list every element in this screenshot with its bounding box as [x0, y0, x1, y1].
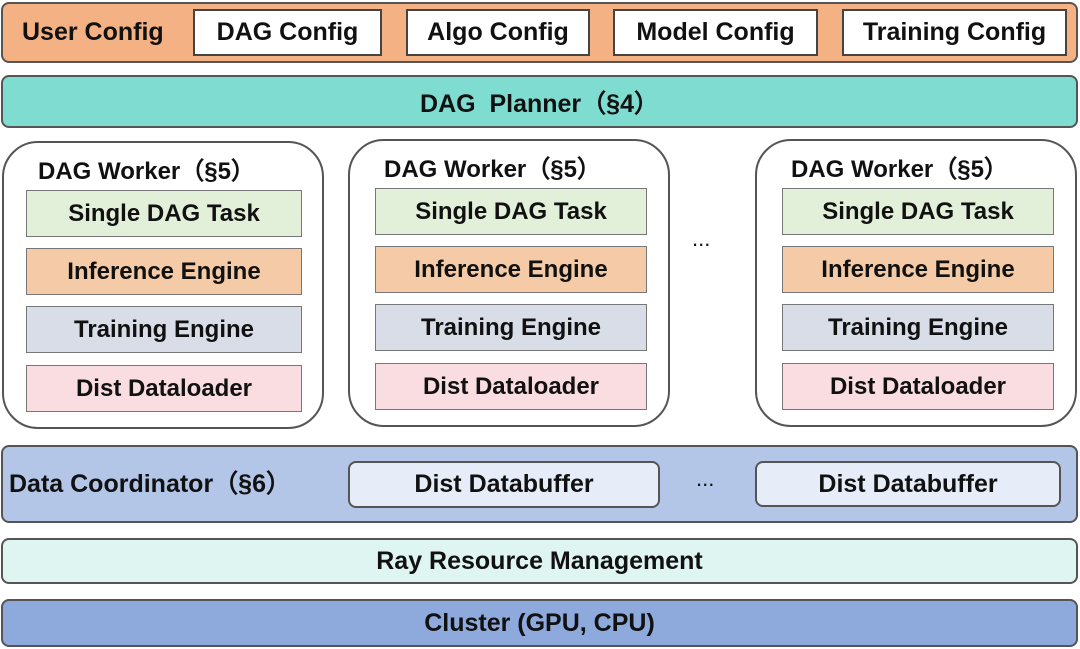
dist-databuffer-box: Dist Databuffer [348, 461, 660, 508]
cluster-label: Cluster (GPU, CPU) [424, 608, 655, 637]
dag-planner-bar: DAG Planner（§4） [1, 75, 1078, 128]
dag-worker-title: DAG Worker（§5） [38, 158, 255, 185]
training-config-box: Training Config [842, 9, 1067, 56]
dag-planner-label: DAG Planner（§4） [420, 89, 659, 118]
dist-databuffer-box: Dist Databuffer [755, 461, 1061, 507]
dag-worker-2: DAG Worker（§5） Single DAG Task Inference… [348, 139, 670, 427]
inference-engine-box: Inference Engine [375, 246, 647, 293]
dag-config-box: DAG Config [193, 9, 382, 56]
algo-config-box: Algo Config [406, 9, 590, 56]
dag-worker-title: DAG Worker（§5） [384, 156, 601, 183]
ray-resource-management-bar: Ray Resource Management [1, 538, 1078, 584]
worker-ellipsis: ... [692, 226, 711, 251]
training-engine-box: Training Engine [26, 306, 302, 353]
dag-worker-title: DAG Worker（§5） [791, 156, 1008, 183]
data-coordinator-label: Data Coordinator（§6） [9, 470, 291, 498]
single-dag-task-box: Single DAG Task [375, 188, 647, 235]
databuffer-ellipsis: ... [696, 466, 715, 491]
single-dag-task-box: Single DAG Task [26, 190, 302, 237]
training-engine-box: Training Engine [782, 304, 1054, 351]
ray-resource-management-label: Ray Resource Management [376, 546, 703, 575]
dist-dataloader-box: Dist Dataloader [782, 363, 1054, 410]
dag-worker-3: DAG Worker（§5） Single DAG Task Inference… [755, 139, 1077, 427]
single-dag-task-box: Single DAG Task [782, 188, 1054, 235]
inference-engine-box: Inference Engine [782, 246, 1054, 293]
dist-dataloader-box: Dist Dataloader [26, 365, 302, 412]
user-config-label: User Config [22, 18, 164, 46]
dag-worker-1: DAG Worker（§5） Single DAG Task Inference… [2, 141, 324, 429]
inference-engine-box: Inference Engine [26, 248, 302, 295]
training-engine-box: Training Engine [375, 304, 647, 351]
dist-dataloader-box: Dist Dataloader [375, 363, 647, 410]
cluster-bar: Cluster (GPU, CPU) [1, 599, 1078, 647]
model-config-box: Model Config [613, 9, 818, 56]
